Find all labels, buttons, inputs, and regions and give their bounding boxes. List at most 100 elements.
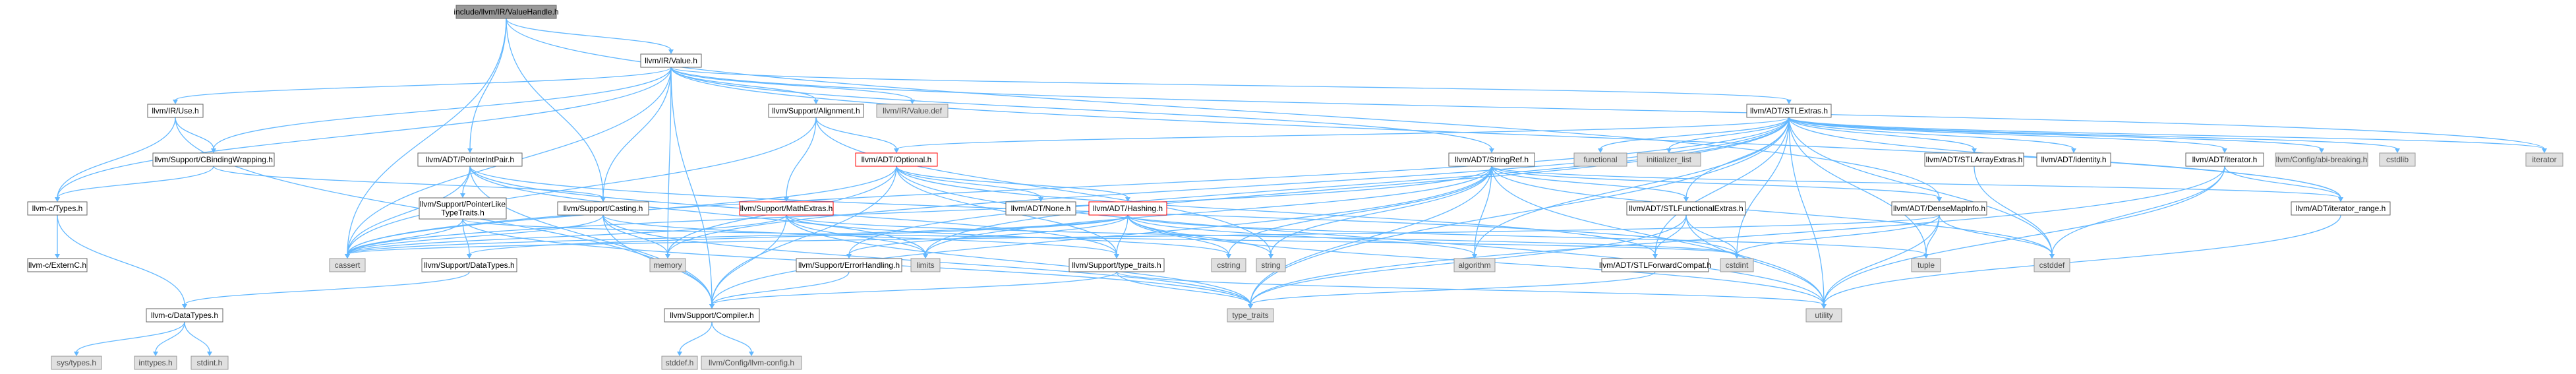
node-llvm-adt-stlextras-h[interactable]: llvm/ADT/STLExtras.h <box>1746 104 1832 118</box>
edge-arrowhead <box>2319 148 2324 153</box>
node-label: cstring <box>1217 261 1240 270</box>
node-box <box>421 258 517 272</box>
edge-cbinding-to-casting <box>213 166 604 199</box>
node-box <box>2275 152 2368 167</box>
node-box <box>1805 308 1842 323</box>
edge-arrowhead <box>1038 197 1043 202</box>
node-llvm-support-alignment-h[interactable]: llvm/Support/Alignment.h <box>768 104 864 118</box>
edge-iruse-to-ctypes <box>57 117 176 199</box>
node-llvm-support-cbindingwrapping-h[interactable]: llvm/Support/CBindingWrapping.h <box>152 152 275 167</box>
node-llvm-adt-iterator-range-h[interactable]: llvm/ADT/iterator_range.h <box>2291 201 2391 216</box>
edge-arrowhead <box>211 148 216 153</box>
node-box <box>134 356 177 370</box>
edge-arrowhead <box>2049 254 2055 259</box>
node-llvm-support-errorhandling-h[interactable]: llvm/Support/ErrorHandling.h <box>796 258 902 272</box>
node-include-llvm-ir-valuehandle-h[interactable]: include/llvm/IR/ValueHandle.h <box>454 5 559 19</box>
edge-irvalue-to-compiler <box>670 67 713 305</box>
node-label: llvm/Support/Compiler.h <box>670 311 753 320</box>
node-llvm-adt-identity-h[interactable]: llvm/ADT/identity.h <box>2036 152 2111 167</box>
edge-arrowhead <box>1226 254 1231 259</box>
node-llvm-adt-pointerintpair-h[interactable]: llvm/ADT/PointerIntPair.h <box>417 152 523 167</box>
node-label: llvm/Support/DataTypes.h <box>424 261 514 270</box>
node-label: TypeTraits.h <box>441 208 484 218</box>
node-label: llvm/IR/Use.h <box>152 106 198 115</box>
edge-arrowhead <box>668 49 674 54</box>
node-box <box>2379 152 2416 167</box>
node-llvm-adt-stringref-h[interactable]: llvm/ADT/StringRef.h <box>1448 152 1535 167</box>
edge-stlextras-to-utility <box>1788 117 1825 305</box>
node-llvm-adt-stlarrayextras-h[interactable]: llvm/ADT/STLArrayExtras.h <box>1924 152 2024 167</box>
node-box <box>649 258 686 272</box>
edge-irvalue-to-memory <box>667 67 672 255</box>
edge-arrowhead <box>749 352 754 356</box>
edge-irvalue-to-stlextras <box>670 67 1790 101</box>
node-llvm-support-mathextras-h[interactable]: llvm/Support/MathExtras.h <box>739 201 834 216</box>
edge-arrowhead <box>55 254 60 259</box>
node-box <box>557 201 649 216</box>
edge-hashing-to-tuple <box>1127 214 1927 255</box>
edge-ptrintpair-to-ptrliketraits <box>462 166 471 195</box>
node-label: limits <box>916 261 934 270</box>
edge-cdatatypes-to-systypes <box>76 321 185 353</box>
node-llvm-support-type-traits-h[interactable]: llvm/Support/type_traits.h <box>1068 258 1165 272</box>
edge-supdatatypes-to-cdatatypes <box>184 271 470 305</box>
node-llvm-support-compiler-h[interactable]: llvm/Support/Compiler.h <box>664 308 760 323</box>
edge-arrowhead <box>1489 148 1494 153</box>
edge-ptrliketraits-to-cassert <box>347 218 463 255</box>
node-box <box>1448 152 1535 167</box>
edge-stringref-to-utility <box>1491 166 1825 305</box>
edge-densemapinfo-to-cassert <box>347 214 1940 255</box>
edge-arrowhead <box>846 254 852 259</box>
node-llvm-adt-hashing-h[interactable]: llvm/ADT/Hashing.h <box>1088 201 1167 216</box>
node-box <box>146 308 223 323</box>
edge-arrowhead <box>460 193 465 198</box>
edge-mathextras-to-cstring <box>786 214 1229 255</box>
node-box <box>768 104 864 118</box>
node-inttypes-h: inttypes.h <box>134 356 177 370</box>
edge-arrowhead <box>665 254 670 259</box>
node-llvm-support-casting-h[interactable]: llvm/Support/Casting.h <box>557 201 649 216</box>
edge-arrowhead <box>2395 148 2400 153</box>
node-llvm-ir-value-def: llvm/IR/Value.def <box>876 104 949 118</box>
node-box <box>1573 152 1627 167</box>
node-label: llvm/Support/Alignment.h <box>772 106 860 115</box>
node-box <box>664 308 760 323</box>
node-llvm-c-datatypes-h[interactable]: llvm-c/DataTypes.h <box>146 308 223 323</box>
node-label: llvm/ADT/iterator.h <box>2192 155 2258 164</box>
node-llvm-adt-stlfunctionalextras-h[interactable]: llvm/ADT/STLFunctionalExtras.h <box>1626 201 1746 216</box>
node-llvm-support-datatypes-h[interactable]: llvm/Support/DataTypes.h <box>421 258 517 272</box>
node-label: llvm/ADT/STLExtras.h <box>1750 106 1828 115</box>
node-box <box>876 104 949 118</box>
edge-arrowhead <box>1125 197 1130 202</box>
edge-optional-to-none <box>896 166 1041 199</box>
edges-layer <box>55 18 2547 356</box>
node-llvm-adt-densemapinfo-h[interactable]: llvm/ADT/DenseMapInfo.h <box>1891 201 1987 216</box>
edge-optional-to-utility <box>896 166 1825 305</box>
node-llvm-adt-optional-h[interactable]: llvm/ADT/Optional.h <box>855 152 938 167</box>
node-box <box>701 356 802 370</box>
edge-ptrliketraits-to-cstdint <box>462 218 1738 255</box>
node-llvm-adt-iterator-h[interactable]: llvm/ADT/iterator.h <box>2185 152 2264 167</box>
node-llvm-c-externc-h[interactable]: llvm-c/ExternC.h <box>27 258 88 272</box>
node-box <box>910 258 941 272</box>
edge-arrowhead <box>2071 148 2076 153</box>
node-label: type_traits <box>1232 311 1268 320</box>
node-llvm-c-types-h[interactable]: llvm-c/Types.h <box>27 201 88 216</box>
edge-stringref-to-cassert <box>347 166 1492 255</box>
node-label: stdint.h <box>197 358 223 367</box>
node-box <box>1637 152 1701 167</box>
node-llvm-ir-use-h[interactable]: llvm/IR/Use.h <box>147 104 204 118</box>
node-llvm-adt-stlforwardcompat-h[interactable]: llvm/ADT/STLForwardCompat.h <box>1599 258 1711 272</box>
edge-typetraits_h-to-type_traits <box>1116 271 1251 305</box>
edge-arrowhead <box>2222 148 2227 153</box>
node-memory: memory <box>649 258 686 272</box>
node-label: llvm/ADT/STLFunctionalExtras.h <box>1629 204 1743 213</box>
node-label: llvm-c/ExternC.h <box>28 261 86 270</box>
node-box <box>2034 258 2070 272</box>
node-llvm-ir-value-h[interactable]: llvm/IR/Value.h <box>640 53 702 68</box>
node-llvm-adt-none-h[interactable]: llvm/ADT/None.h <box>1005 201 1076 216</box>
edge-arrowhead <box>1268 254 1273 259</box>
edge-arrowhead <box>467 148 473 153</box>
edge-stlextras-to-tuple <box>1788 117 1927 255</box>
